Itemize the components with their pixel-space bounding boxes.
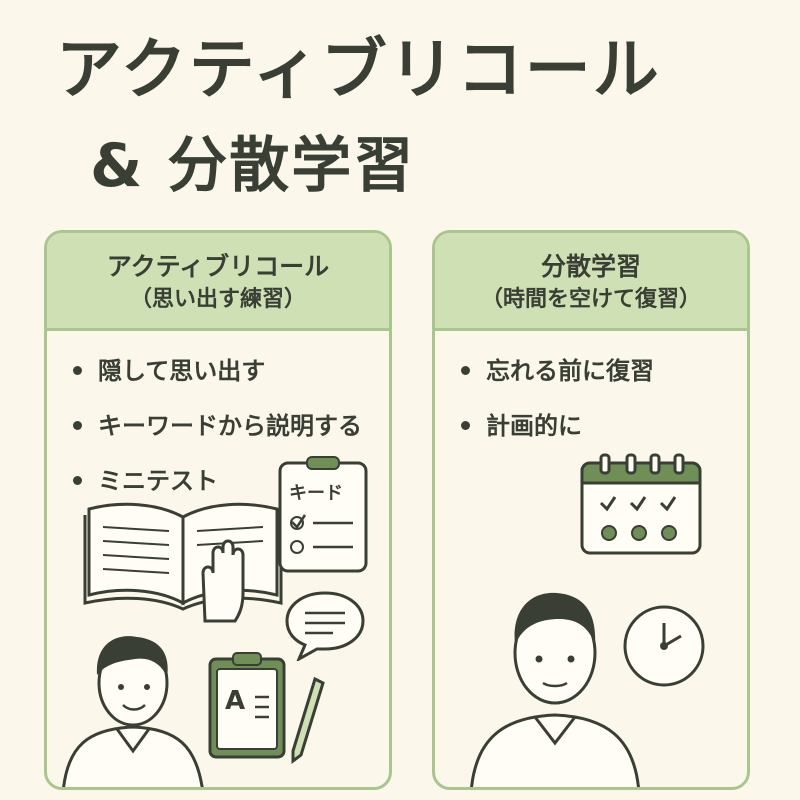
active-recall-header: アクティブリコール （思い出す練習） (47, 233, 389, 331)
covering-hand-icon (201, 539, 245, 623)
bullet (73, 476, 82, 485)
answer-clipboard-icon: A (208, 652, 286, 759)
bullet (461, 366, 470, 375)
active-recall-list: 隠して思い出す キーワードから説明する ミニテスト (73, 343, 362, 508)
active-recall-heading: アクティブリコール (106, 252, 330, 281)
checklist-clipboard-icon: キード (278, 456, 368, 573)
list-item: 隠して思い出す (73, 343, 362, 398)
spaced-learning-header: 分散学習 （時間を空けて復習） (435, 233, 747, 331)
paper-letter: A (225, 686, 245, 716)
bullet (73, 421, 82, 430)
learner-illustration (470, 592, 640, 787)
clock-icon (623, 605, 705, 687)
page-title-line1: アクティブリコール (56, 31, 661, 108)
active-recall-subheading: （思い出す練習） (129, 287, 306, 312)
list-item: キーワードから説明する (73, 398, 362, 453)
clipboard-label: キード (289, 483, 343, 504)
page-title-line2: & 分散学習 (90, 131, 416, 201)
list-item: ミニテスト (73, 453, 362, 508)
pencil-icon (291, 676, 325, 764)
student-illustration (62, 636, 204, 787)
bullet (461, 421, 470, 430)
spaced-learning-list: 忘れる前に復習 計画的に (461, 343, 654, 453)
list-item: 忘れる前に復習 (461, 343, 654, 398)
spaced-learning-panel: 分散学習 （時間を空けて復習） 忘れる前に復習 計画的に (432, 230, 750, 790)
speech-bubble-icon (285, 591, 365, 661)
bullet (73, 366, 82, 375)
list-item: 計画的に (461, 398, 654, 453)
open-book-icon (83, 502, 283, 611)
spaced-learning-subheading: （時間を空けて復習） (480, 287, 701, 312)
spaced-learning-heading: 分散学習 (540, 252, 641, 281)
calendar-icon (580, 453, 702, 555)
active-recall-panel: アクティブリコール （思い出す練習） 隠して思い出す キーワードから説明する ミ… (44, 230, 392, 790)
